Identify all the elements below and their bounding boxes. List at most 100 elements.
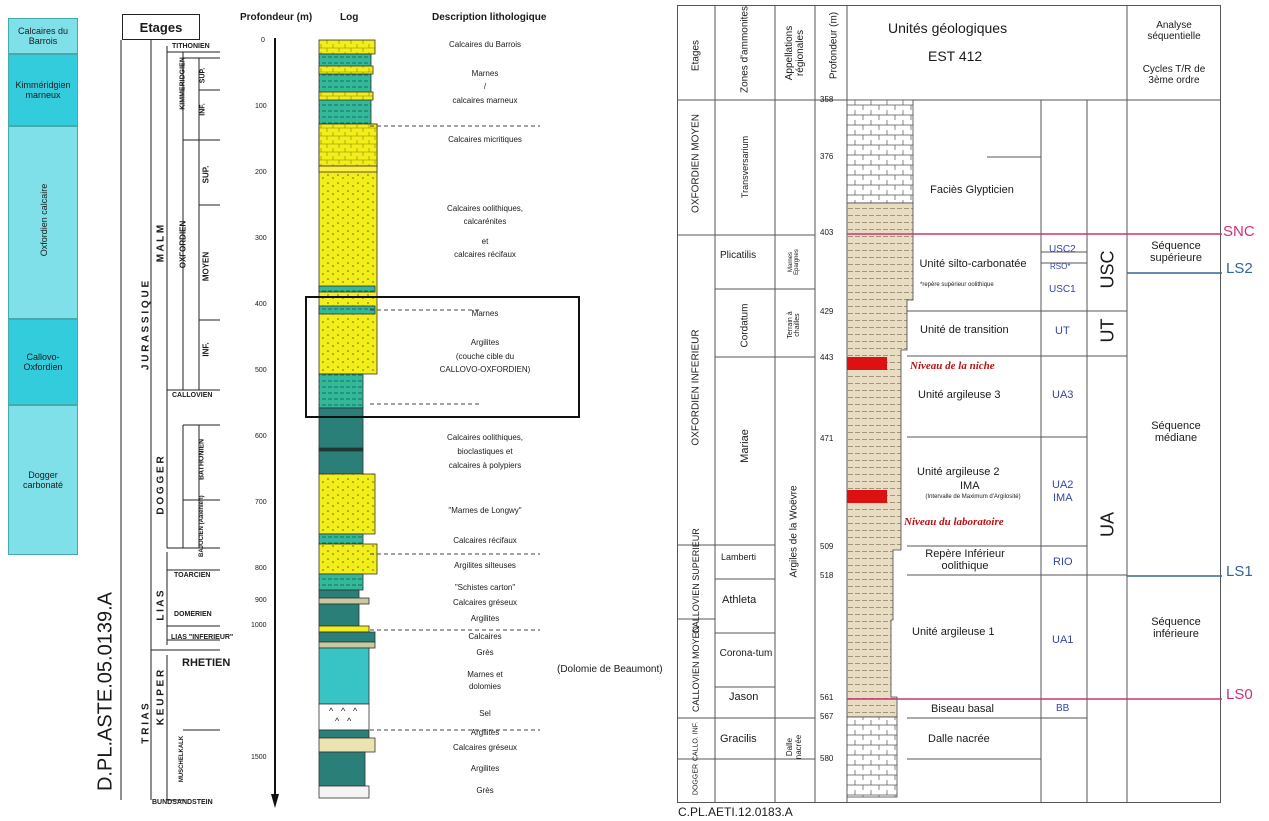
desc-item: Calcaires gréseux	[452, 598, 518, 607]
desc-item: Grès	[476, 786, 494, 795]
series-keuper: K E U P E R	[155, 669, 167, 726]
desc-item: Grès	[476, 648, 494, 657]
depth-561: 561	[820, 693, 834, 702]
zone-cordatum: Cordatum	[739, 303, 751, 348]
etages-header: Etages	[122, 14, 200, 40]
stage-lias-inferieur: LIAS "INFERIEUR"	[171, 634, 234, 641]
svg-text:^: ^	[335, 716, 340, 726]
desc-item: Marnes et	[467, 670, 503, 679]
depth-tick-900: 900	[255, 597, 267, 604]
zone-gracilis: Gracilis	[720, 733, 757, 745]
litho-column	[847, 100, 914, 798]
desc-item: Calcaires micritiques	[448, 135, 522, 144]
etage-oxf-inf: OXFORDIEN INFERIEUR	[690, 329, 702, 446]
depth-376: 376	[820, 152, 834, 161]
header-zones: Zones d'ammonites	[739, 6, 751, 93]
desc-item: "Marnes de Longwy"	[448, 506, 522, 515]
stage-kimmeridgien: KIMMERIDGIEN	[179, 57, 187, 110]
svg-text:^: ^	[347, 716, 352, 726]
etage-oxf-moyen: OXFORDIEN MOYEN	[690, 114, 702, 213]
desc-item: calcaires à polypiers	[448, 461, 522, 470]
formation-kimmeridgien-marneux: Kimméridgien marneux	[8, 54, 78, 126]
header-profondeur: Profondeur (m)	[828, 11, 840, 80]
zone-mariae: Mariae	[739, 429, 751, 463]
header-cycles: Cycles T/R de 3ème ordre	[1142, 64, 1206, 86]
lithology-log: ^^^ ^^	[318, 39, 378, 799]
code-bb: BB	[1056, 703, 1070, 714]
header-analyse: Analyse séquentielle	[1147, 20, 1201, 42]
unit-biseau: Biseau basal	[931, 703, 994, 715]
depth-509: 509	[820, 542, 834, 551]
desc-item: Marnes	[471, 69, 499, 78]
marker-ls0: LS0	[1226, 686, 1253, 703]
svg-text:^: ^	[353, 706, 358, 716]
log-header: Log	[340, 12, 359, 23]
appellation-dalle: Dalle nacrée	[785, 734, 803, 760]
marker-snc: SNC	[1223, 223, 1255, 240]
left-reference: D.PL.ASTE.05.0139.A	[94, 592, 117, 792]
desc-item: Calcaires oolithiques,	[446, 204, 524, 213]
desc-item: bioclastiques et	[457, 447, 513, 456]
sequence-superieure: Séquence supérieure	[1150, 240, 1202, 264]
depth-header: Profondeur (m)	[240, 12, 313, 23]
etage-dogger: DOGGER	[692, 763, 700, 796]
desc-item: Argilites	[470, 728, 500, 737]
depth-tick-1000: 1000	[251, 622, 267, 629]
depth-axis	[271, 38, 279, 808]
stage-oxf-moyen: MOYEN	[201, 251, 211, 282]
unit-transition: Unité de transition	[920, 324, 1009, 336]
unit-silto: Unité silto-carbonatée	[919, 258, 1027, 270]
stage-muschelkalk: MUSCHELKALK	[179, 735, 185, 783]
formation-oxfordien-calcaire: Oxfordien calcaire	[8, 126, 78, 319]
desc-item: Calcaires du Barrois	[448, 40, 522, 49]
dolomie-label: (Dolomie de Beaumont)	[557, 664, 663, 675]
desc-item: Calcaires	[468, 632, 502, 641]
unit-ua1: Unité argileuse 1	[912, 626, 995, 638]
marker-ls1: LS1	[1226, 563, 1253, 580]
zone-jason: Jason	[729, 691, 759, 703]
series-lias: L I A S	[155, 590, 167, 621]
unit-ima-note: (Intervalle de Maximum d'Argilosité)	[925, 494, 1021, 500]
marker-ls2: LS2	[1226, 260, 1253, 277]
unit-laboratoire: Niveau du laboratoire	[904, 516, 1004, 528]
code-usc1: USC1	[1049, 284, 1076, 295]
code-ut: UT	[1055, 325, 1070, 337]
code-usc2: USC2	[1049, 244, 1076, 255]
depth-tick-500: 500	[255, 367, 267, 374]
desc-item: calcarénites	[463, 217, 507, 226]
zone-coronatum: Corona-tum	[719, 648, 773, 659]
desc-item: et	[481, 237, 489, 246]
depth-tick-400: 400	[255, 301, 267, 308]
unit-niche: Niveau de la niche	[910, 360, 995, 372]
stage-kim-inf: INF.	[199, 103, 207, 116]
system-jurassique: J U R A S S I Q U E	[140, 280, 152, 371]
system-trias: T R I A S	[140, 703, 152, 744]
unit-ua3: Unité argileuse 3	[918, 389, 1001, 401]
depth-443: 443	[820, 353, 834, 362]
series-malm: M A L M	[155, 224, 167, 263]
depth-567: 567	[820, 712, 834, 721]
desc-item: Calcaires oolithiques,	[446, 433, 524, 442]
depth-429: 429	[820, 307, 834, 316]
niche-marker	[847, 357, 887, 370]
stage-bajocien: BAJOCIEN (Aalénien)	[199, 495, 205, 557]
desc-item: "Schistes carton"	[454, 583, 516, 592]
laboratoire-marker	[847, 490, 887, 503]
code-ua1: UA1	[1052, 634, 1074, 646]
sequence-mediane: Séquence médiane	[1151, 420, 1201, 444]
zone-lamberti: Lamberti	[721, 552, 757, 562]
depth-518: 518	[820, 571, 834, 580]
desc-item: Argilites silteuses	[454, 561, 516, 570]
sequence-inferieure: Séquence inférieure	[1151, 616, 1201, 640]
stage-callovien: CALLOVIEN	[172, 392, 213, 399]
right-reference: C.PL.AETI.12.0183.A	[678, 805, 793, 819]
appellation-terrain: Terrain à chailles	[787, 311, 801, 339]
stage-rhetien: RHETIEN	[182, 657, 231, 669]
appellation-argiles: Argiles de la Woëvre	[788, 485, 800, 578]
stage-kim-sup: SUP.	[199, 67, 207, 84]
code-ua2: UA2	[1052, 479, 1074, 491]
unit-rio: Repère Inférieur oolithique	[925, 548, 1005, 572]
zone-transversarium: Transversarium	[740, 135, 750, 199]
depth-tick-600: 600	[255, 433, 267, 440]
depth-tick-800: 800	[255, 565, 267, 572]
